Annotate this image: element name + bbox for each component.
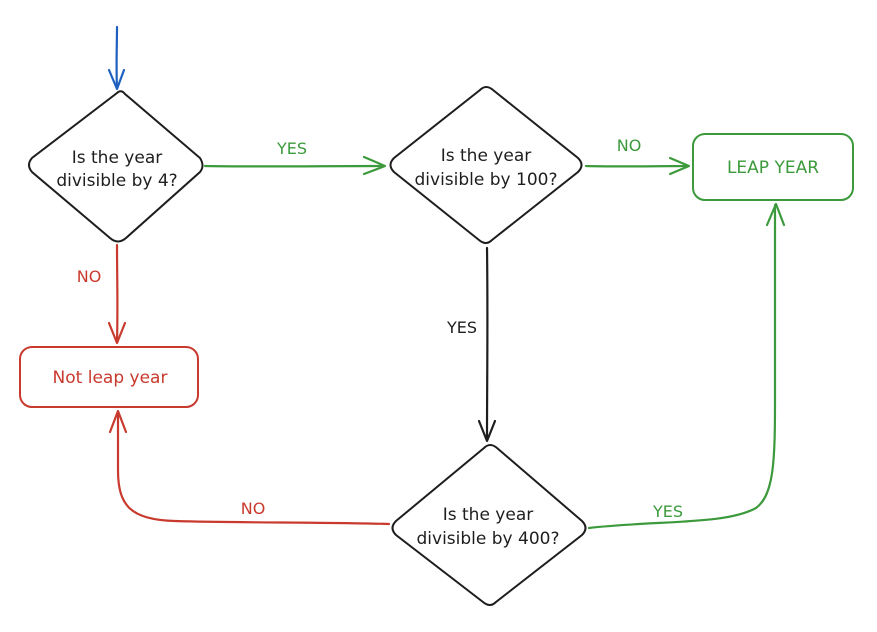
edge-4-to-notleap-label: NO xyxy=(77,267,102,286)
edge-400-to-leap xyxy=(587,202,786,530)
terminal-not-leap-year: Not leap year xyxy=(19,346,199,408)
entry-arrow xyxy=(107,25,126,91)
decision-divisible-by-4: Is the year divisible by 4? xyxy=(28,90,204,243)
decision-100-line2: divisible by 100? xyxy=(415,170,558,190)
edge-100-to-400-label: YES xyxy=(446,318,477,337)
decision-400-line1: Is the year xyxy=(443,505,534,525)
decision-100-line1: Is the year xyxy=(441,146,532,166)
decision-divisible-by-400: Is the year divisible by 400? xyxy=(391,444,587,606)
leap-year-label: LEAP YEAR xyxy=(727,158,819,178)
edge-400-to-notleap-label: NO xyxy=(241,499,266,518)
edge-100-to-leap xyxy=(584,156,691,176)
edge-4-to-100 xyxy=(203,155,387,176)
terminal-leap-year: LEAP YEAR xyxy=(692,133,854,201)
edge-400-to-notleap xyxy=(108,409,391,526)
edge-4-to-notleap xyxy=(107,243,127,345)
edge-400-to-leap-label: YES xyxy=(652,502,683,521)
edge-4-to-100-label: YES xyxy=(276,139,307,158)
decision-4-line1: Is the year xyxy=(72,148,163,168)
edge-100-to-400 xyxy=(477,246,497,443)
not-leap-year-label: Not leap year xyxy=(53,368,168,388)
decision-divisible-by-100: Is the year divisible by 100? xyxy=(389,86,583,244)
edge-100-to-leap-label: NO xyxy=(617,136,642,155)
decision-400-line2: divisible by 400? xyxy=(417,529,560,549)
decision-4-line2: divisible by 4? xyxy=(56,171,177,191)
